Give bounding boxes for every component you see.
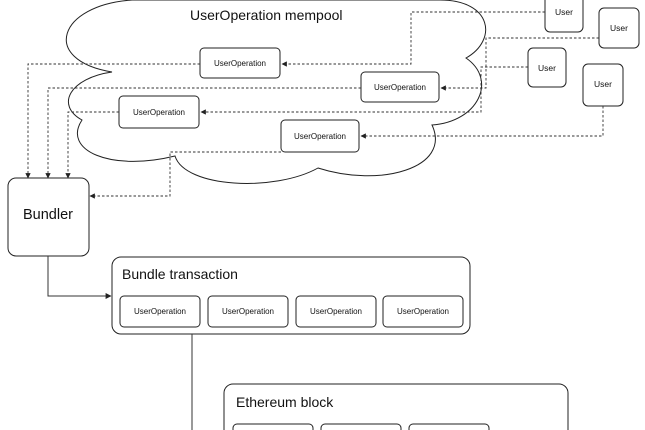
connector-op-to-bundler <box>45 87 361 179</box>
useroperation-label: UserOperation <box>222 307 274 316</box>
ethereum-block-title: Ethereum block <box>236 394 334 410</box>
useroperation-label: UserOperation <box>294 132 346 141</box>
useroperation-label: UserOperation <box>310 307 362 316</box>
block-item[interactable] <box>320 423 402 430</box>
user-node[interactable]: User <box>544 0 584 33</box>
bundler-label: Bundler <box>23 207 73 223</box>
useroperation-label: UserOperation <box>133 108 185 117</box>
mempool-useroperation[interactable]: UserOperation <box>199 47 281 79</box>
connector-bundler-to-bundle <box>47 256 112 299</box>
bundler-node[interactable]: Bundler <box>7 177 90 257</box>
useroperation-label: UserOperation <box>134 307 186 316</box>
connector-op-to-bundler <box>89 151 281 199</box>
bundle-useroperation[interactable]: UserOperation <box>119 295 201 328</box>
mempool-title: UserOperation mempool <box>190 7 343 23</box>
mempool-cloud <box>66 0 487 184</box>
mempool-useroperation[interactable]: UserOperation <box>280 119 360 153</box>
user-label: User <box>538 63 556 73</box>
mempool-useroperation[interactable]: UserOperation <box>360 71 440 103</box>
connector-user-to-op <box>200 66 528 115</box>
user-label: User <box>594 79 612 89</box>
connector-user-to-op <box>281 11 545 67</box>
bundle-transaction-title: Bundle transaction <box>122 266 238 282</box>
block-item[interactable] <box>232 423 314 430</box>
connector-user-to-op <box>440 37 599 91</box>
bundle-useroperation[interactable]: UserOperation <box>207 295 289 328</box>
user-node[interactable]: User <box>582 63 624 107</box>
user-node[interactable]: User <box>598 7 640 49</box>
ethereum-block-box[interactable]: Ethereum block <box>223 383 569 430</box>
connector-user-to-op <box>360 106 604 139</box>
mempool-useroperation[interactable]: UserOperation <box>118 95 200 129</box>
user-label: User <box>555 7 573 17</box>
useroperation-label: UserOperation <box>397 307 449 316</box>
useroperation-label: UserOperation <box>374 83 426 92</box>
connector-op-to-bundler <box>65 111 119 179</box>
bundle-useroperation[interactable]: UserOperation <box>295 295 377 328</box>
user-node[interactable]: User <box>527 47 567 88</box>
useroperation-label: UserOperation <box>214 59 266 68</box>
bundle-useroperation[interactable]: UserOperation <box>382 295 464 328</box>
block-item[interactable] <box>408 423 490 430</box>
connector-op-to-bundler <box>25 63 200 179</box>
user-label: User <box>610 23 628 33</box>
bundle-transaction-box[interactable]: Bundle transaction <box>111 256 471 335</box>
